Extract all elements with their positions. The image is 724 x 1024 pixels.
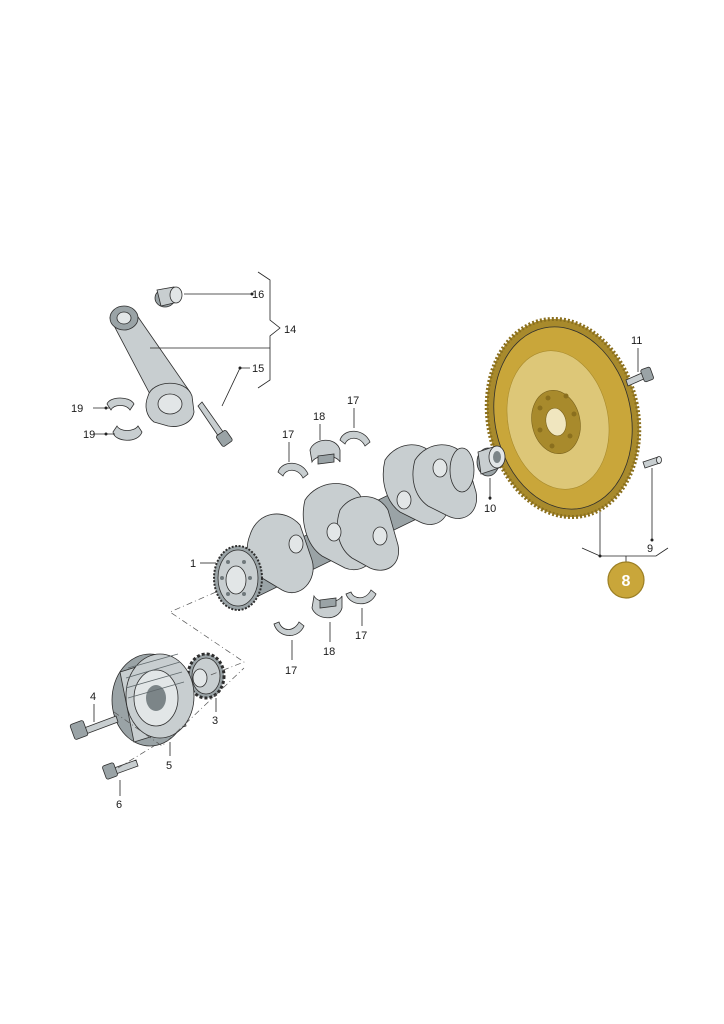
callout-18: 18 — [323, 646, 335, 658]
thrust-washer[interactable] — [345, 589, 377, 605]
connecting-rod[interactable] — [109, 305, 195, 427]
callout-17: 17 — [285, 665, 297, 677]
callout-16: 16 — [252, 289, 264, 301]
con-rod-bearing-shell-upper[interactable] — [106, 397, 135, 411]
pulley-bolt[interactable] — [69, 715, 119, 740]
callout-labels: 16 14 15 19 19 17 18 17 1 10 11 9 18 17 … — [71, 289, 653, 811]
con-rod-bearing-shell-lower[interactable] — [112, 425, 143, 441]
callout-10: 10 — [484, 503, 496, 515]
callout-5: 5 — [166, 760, 172, 772]
con-rod-bushing[interactable] — [154, 286, 183, 308]
thrust-washer[interactable] — [273, 621, 305, 636]
callout-3: 3 — [212, 715, 218, 727]
main-bearing-shell[interactable] — [309, 439, 341, 465]
con-rod-bolt[interactable] — [197, 401, 233, 447]
highlight-badge-8[interactable]: 8 — [607, 561, 645, 599]
leader-lines — [93, 271, 669, 796]
needle-bearing[interactable] — [476, 445, 506, 477]
callout-4: 4 — [90, 691, 96, 703]
flywheel-bolt[interactable] — [625, 366, 654, 387]
callout-11: 11 — [631, 335, 642, 347]
crank-rear-flange — [449, 447, 475, 493]
crank-journal — [432, 458, 448, 478]
main-bearing-shell[interactable] — [311, 594, 343, 619]
crank-journal — [396, 490, 412, 510]
callout-8: 8 — [622, 573, 631, 590]
crank-counterweight — [336, 496, 400, 571]
callout-1: 1 — [190, 558, 196, 570]
callout-19: 19 — [83, 429, 95, 441]
callout-17: 17 — [347, 395, 359, 407]
callout-19: 19 — [71, 403, 83, 415]
flywheel-center-bore — [545, 407, 567, 437]
flywheel[interactable] — [469, 305, 657, 532]
small-bolt[interactable] — [102, 759, 139, 780]
pulley-damper[interactable] — [111, 653, 195, 747]
thrust-washer[interactable] — [277, 462, 309, 479]
assembly-guide-lines — [113, 591, 245, 769]
callout-17: 17 — [282, 429, 294, 441]
callout-15: 15 — [252, 363, 264, 375]
callout-14: 14 — [284, 324, 296, 336]
callout-9: 9 — [647, 543, 653, 555]
flywheel-bolt-holes — [537, 393, 577, 449]
callout-17: 17 — [355, 630, 367, 642]
thrust-washer[interactable] — [339, 430, 371, 447]
crank-journal — [326, 522, 342, 542]
callout-6: 6 — [116, 799, 122, 811]
crankshaft[interactable] — [213, 444, 478, 611]
crank-journal — [288, 534, 304, 554]
crank-sprocket[interactable] — [186, 652, 226, 700]
crank-journal — [372, 526, 388, 546]
dowel-pin[interactable] — [642, 456, 662, 469]
callout-18: 18 — [313, 411, 325, 423]
